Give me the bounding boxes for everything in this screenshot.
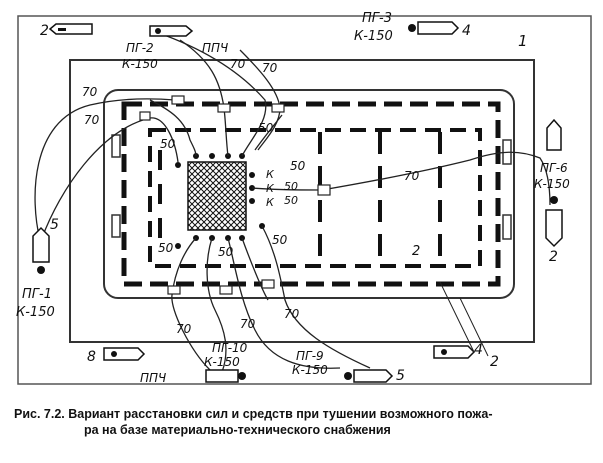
- figure-caption: Рис. 7.2. Вариант расстановки сил и сред…: [14, 406, 599, 438]
- hose-label: 70: [230, 57, 246, 71]
- outer-frame: [17, 15, 592, 385]
- hose-label: 50: [160, 137, 176, 151]
- hose-label: 70: [262, 61, 278, 75]
- region-label-2-bottom: 2: [490, 354, 499, 370]
- hydrant-pg2-name: ПГ-2: [126, 41, 154, 55]
- fire-deployment-diagram: 1 2 4 4 2 2 2 5 5 8 ПГ-1 К-150 ПГ-2 К-15…: [16, 11, 592, 385]
- site-boundary: [69, 59, 535, 343]
- nozzle-label: К: [266, 196, 275, 209]
- hydrant-pg9-name: ПГ-9: [296, 349, 324, 363]
- door-left-top: [111, 134, 121, 158]
- hose-label: 70: [404, 169, 420, 183]
- region-label-5-bottom: 5: [396, 368, 405, 384]
- hose-branches: [139, 95, 331, 295]
- hydrant-pg3-name: ПГ-3: [362, 11, 392, 26]
- region-label-2-inside: 2: [412, 244, 420, 259]
- hydrant-pg1-name: ПГ-1: [22, 287, 52, 302]
- region-label-4-bottom: 4: [474, 342, 483, 358]
- region-label-1: 1: [518, 32, 528, 50]
- hose-label: 70: [176, 322, 192, 336]
- region-label-5-left: 5: [50, 217, 59, 233]
- hose-label: 50: [258, 121, 274, 135]
- caption-line-1: Рис. 7.2. Вариант расстановки сил и сред…: [14, 407, 493, 421]
- hydrant-pg3-kind: К-150: [354, 29, 393, 44]
- ppch-label-top: ППЧ: [202, 41, 228, 55]
- truck-2-icon: [48, 23, 93, 35]
- building-wall-dashed: [121, 101, 501, 287]
- door-left-bottom: [111, 214, 121, 238]
- truck-pg1-icon: [32, 226, 50, 274]
- door-right-bottom: [502, 214, 512, 240]
- fire-zone: [187, 161, 247, 231]
- hose-label: 50: [218, 245, 234, 259]
- truck-pg6-icon: [545, 196, 563, 248]
- region-label-2-right: 2: [549, 249, 558, 265]
- hose-lines: [34, 29, 551, 373]
- truck-pg2-icon: [149, 25, 194, 37]
- hose-label: 50: [272, 233, 288, 247]
- truck-pg10-icon: [205, 369, 246, 383]
- region-label-4-top: 4: [462, 23, 471, 39]
- hose-label: 70: [284, 307, 300, 321]
- partitions: [318, 132, 442, 264]
- leader-lines: [439, 281, 489, 357]
- truck-pg9-icon: [344, 369, 394, 383]
- inner-wall-dashed: [148, 128, 482, 268]
- hose-label: 50: [290, 159, 306, 173]
- hose-label: 50: [284, 194, 298, 207]
- building-outline: [103, 89, 515, 299]
- hose-label: 50: [158, 241, 174, 255]
- truck-pg6-top-icon: [546, 118, 562, 151]
- hydrant-pg2-kind: К-150: [122, 57, 158, 71]
- hose-label: 70: [84, 113, 100, 127]
- hydrant-pg1-kind: К-150: [16, 305, 55, 320]
- truck-4-icon: [433, 345, 476, 359]
- hose-label: 50: [284, 180, 298, 193]
- hydrant-pg9-kind: К-150: [292, 363, 328, 377]
- nozzle-label: К: [266, 168, 275, 181]
- hydrant-pg6-name: ПГ-6: [540, 161, 568, 175]
- region-label-2-top: 2: [40, 23, 49, 39]
- hydrant-pg10-kind: К-150: [204, 355, 240, 369]
- hydrant-pg10-name: ПГ-10: [212, 341, 248, 355]
- region-label-8: 8: [87, 349, 96, 365]
- hose-label: 70: [240, 317, 256, 331]
- hose-label: 70: [82, 85, 98, 99]
- caption-line-2: ра на базе материально-технического снаб…: [84, 423, 391, 437]
- truck-pg3-icon: [408, 21, 460, 35]
- truck-8-icon: [103, 347, 146, 361]
- hydrant-pg6-kind: К-150: [534, 177, 570, 191]
- ppch-label-bottom: ППЧ: [140, 371, 166, 385]
- nozzle-label: К: [266, 182, 275, 195]
